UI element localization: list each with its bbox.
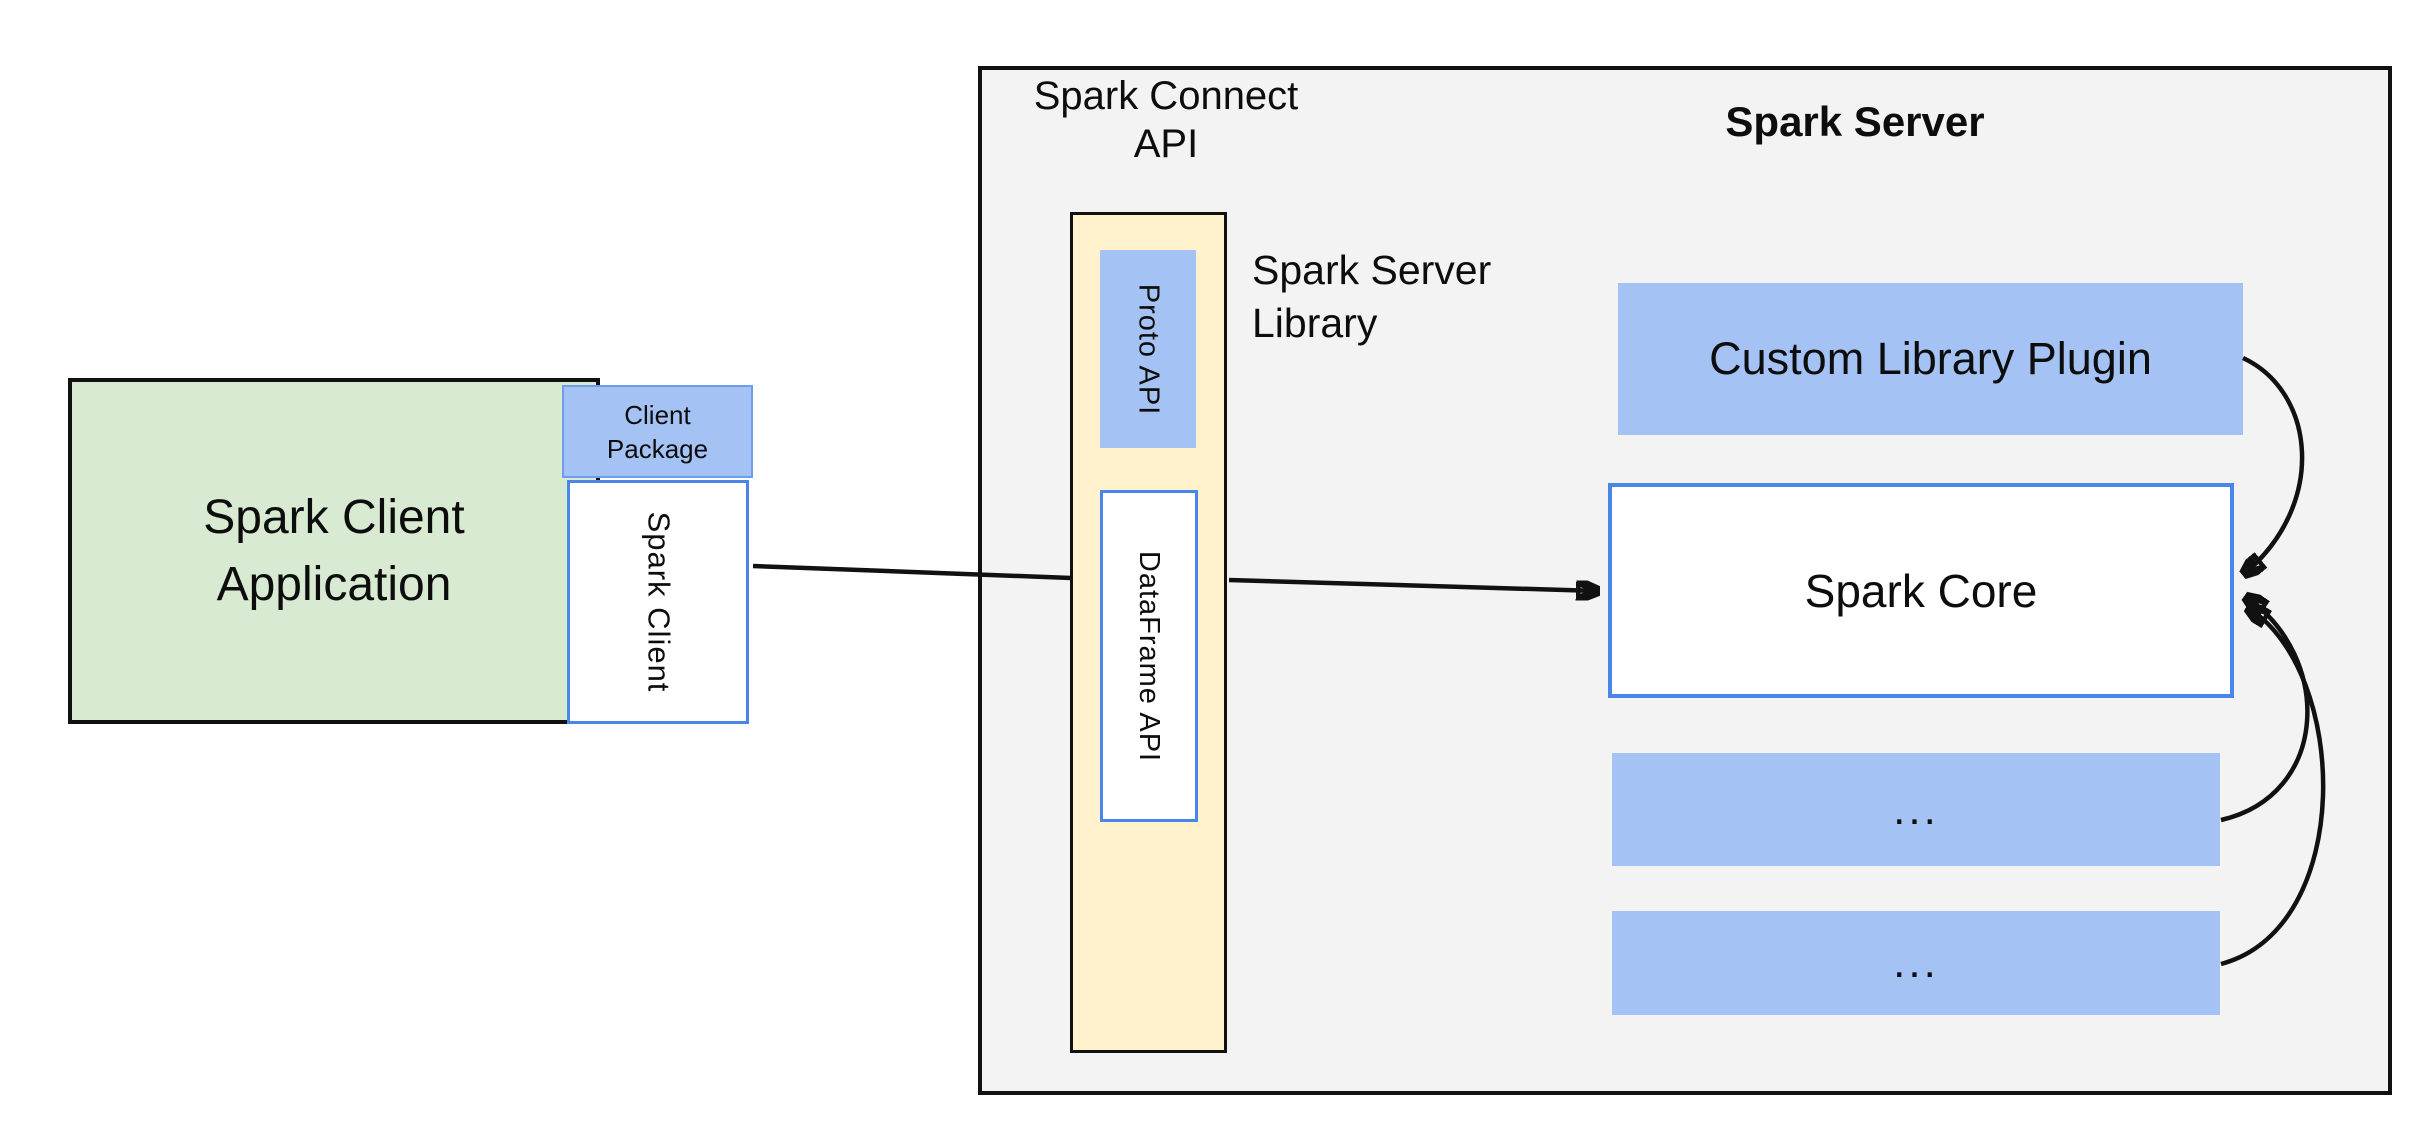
plugin-ellipsis-box-1-label: ... — [1893, 784, 1939, 834]
spark-connect-api-label: Spark Connect API — [1016, 72, 1316, 168]
spark-client-label: Spark Client — [641, 511, 677, 693]
plugin-ellipsis-box-2-label: ... — [1893, 938, 1939, 987]
proto-api-label: Proto API — [1132, 283, 1165, 415]
spark-server-library-label: Spark Server Library — [1252, 244, 1582, 350]
client-package-label-line2: Package — [606, 433, 709, 464]
spark-client-application-label-line2: Application — [216, 558, 452, 611]
spark-connect-api-label-line1: Spark Connect — [1033, 74, 1299, 118]
spark-core-label: Spark Core — [1804, 564, 2038, 617]
dataframe-api-box: DataFrame API — [1100, 490, 1198, 822]
spark-server-title: Spark Server — [1725, 98, 1985, 145]
client-package-label-line1: Client — [624, 399, 691, 430]
custom-library-plugin-label: Custom Library Plugin — [1709, 333, 2152, 384]
proto-api-box: Proto API — [1100, 250, 1196, 448]
spark-client-application-box: Spark Client Application — [68, 378, 600, 724]
spark-server-library-label-line1: Spark Server — [1252, 247, 1492, 293]
client-package-box: Client Package — [562, 385, 753, 478]
spark-client-box: Spark Client — [567, 480, 749, 724]
plugin-ellipsis-box-2: ... — [1612, 911, 2220, 1015]
plugin-ellipsis-box-1: ... — [1612, 753, 2220, 866]
spark-client-application-label-line1: Spark Client — [203, 491, 465, 544]
dataframe-api-label: DataFrame API — [1133, 550, 1166, 762]
custom-library-plugin-box: Custom Library Plugin — [1618, 283, 2243, 435]
spark-server-library-label-line2: Library — [1252, 300, 1378, 346]
spark-core-box: Spark Core — [1608, 483, 2234, 698]
spark-connect-api-label-line2: API — [1133, 122, 1199, 166]
